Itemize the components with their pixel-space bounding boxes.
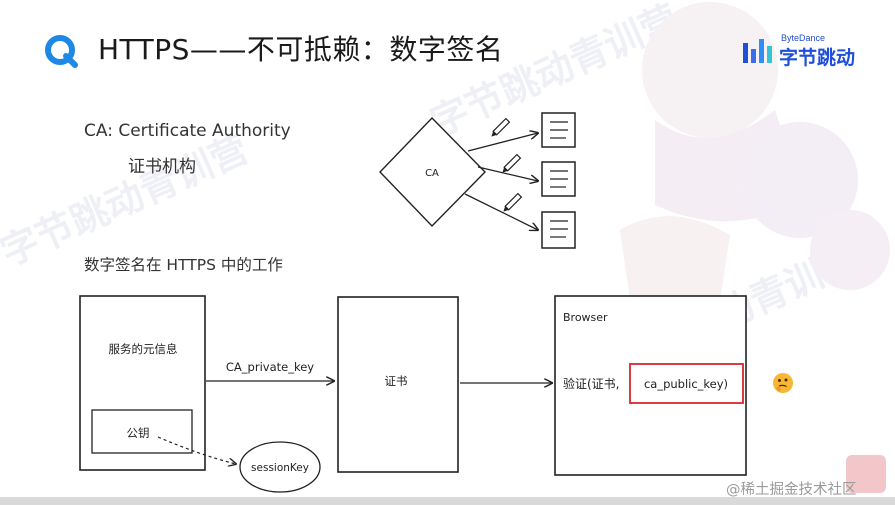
server-info-label: 服务的元信息 bbox=[109, 342, 178, 356]
ca-definition: CA: Certificate Authority bbox=[84, 121, 291, 141]
browser-title: Browser bbox=[563, 311, 608, 324]
ca-diamond-label: CA bbox=[425, 168, 439, 179]
issue-arrow-3 bbox=[464, 193, 538, 230]
issue-arrow-1 bbox=[467, 133, 538, 152]
pen-icon bbox=[502, 153, 522, 173]
public-key-arrow bbox=[157, 436, 236, 464]
pen-icon bbox=[491, 117, 511, 137]
app-logo-icon bbox=[45, 35, 78, 68]
certificate-doc-icon bbox=[541, 211, 576, 249]
certificate-label: 证书 bbox=[385, 374, 408, 388]
footer-watermark: @稀土掘金技术社区 bbox=[726, 482, 857, 498]
issue-arrow-2 bbox=[477, 166, 538, 181]
section-heading: 数字签名在 HTTPS 中的工作 bbox=[84, 256, 283, 274]
verify-label: 验证(证书, bbox=[563, 376, 620, 391]
page-title: HTTPS——不可抵赖：数字签名 bbox=[98, 33, 504, 66]
public-key-label: 公钥 bbox=[127, 426, 150, 440]
brand-top-text: ByteDance bbox=[781, 33, 826, 43]
session-key-ellipse bbox=[239, 441, 321, 493]
ca-public-key-label: ca_public_key) bbox=[644, 377, 728, 391]
ca-diamond bbox=[379, 116, 486, 228]
certificate-doc-icon bbox=[541, 112, 576, 148]
corner-badge bbox=[846, 455, 886, 493]
certificate-box bbox=[337, 296, 459, 473]
bottom-bar bbox=[0, 497, 895, 505]
bytedance-mark-icon bbox=[743, 39, 772, 63]
pen-icon bbox=[503, 192, 523, 212]
thinking-face-icon bbox=[773, 373, 793, 393]
public-key-highlight bbox=[629, 363, 744, 404]
brand-main-text: 字节跳动 bbox=[779, 47, 856, 69]
ca-translation: 证书机构 bbox=[128, 157, 196, 177]
bytedance-logo: ByteDance 字节跳动 bbox=[741, 33, 871, 69]
private-key-label: CA_private_key bbox=[226, 360, 314, 374]
certificate-doc-icon bbox=[541, 161, 576, 197]
public-key-box bbox=[91, 409, 193, 454]
session-key-label: sessionKey bbox=[251, 462, 309, 474]
